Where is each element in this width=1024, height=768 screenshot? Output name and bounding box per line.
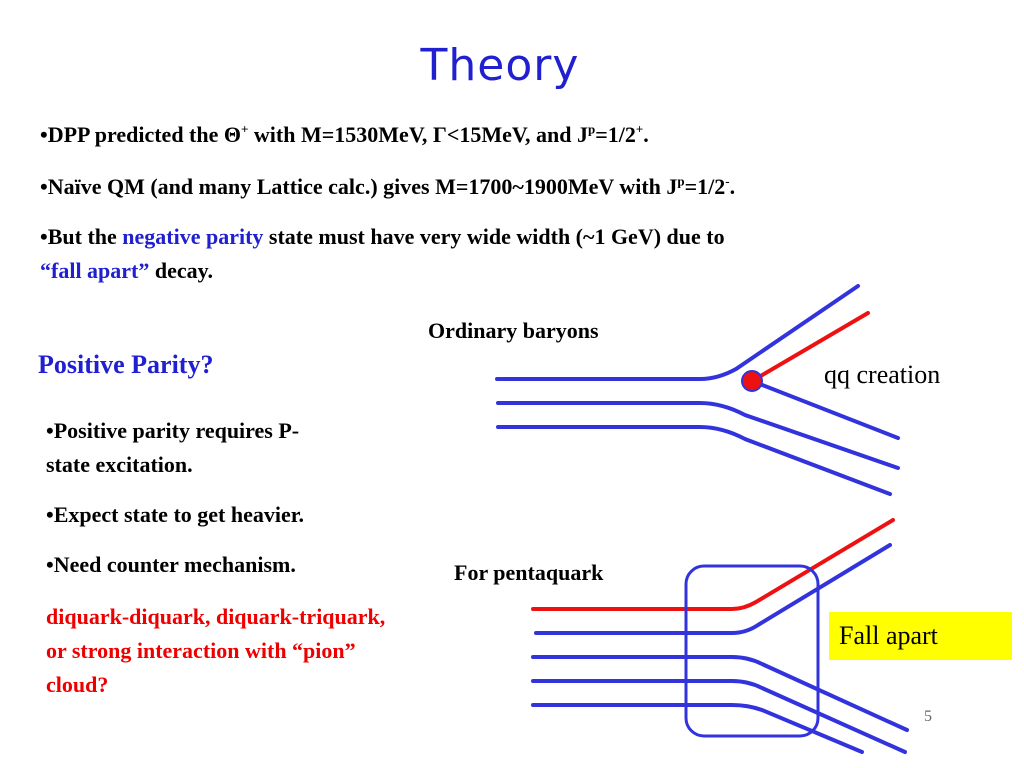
penta-line-blue-1 bbox=[534, 543, 892, 635]
bullet-dpp-prediction: •DPP predicted the Θ+ with M=1530MeV, Γ<… bbox=[40, 118, 649, 152]
bullet-text: DPP predicted the Θ bbox=[47, 122, 241, 147]
superscript: p bbox=[677, 173, 685, 189]
bullet-text: Naïve QM (and many Lattice calc.) gives … bbox=[47, 174, 678, 199]
bullet-marker: • bbox=[40, 174, 48, 199]
pp-bullet-p-state: •Positive parity requires P- state excit… bbox=[46, 414, 299, 482]
fall-apart-box: Fall apart bbox=[829, 612, 1012, 660]
positive-parity-heading: Positive Parity? bbox=[38, 350, 214, 379]
negative-parity-highlight: negative parity bbox=[122, 224, 264, 249]
bullet-text: state excitation. bbox=[46, 452, 193, 477]
qq-creation-label: qq creation bbox=[824, 360, 941, 389]
bullet-marker: • bbox=[46, 418, 54, 443]
bullet-negative-parity: •But the negative parity state must have… bbox=[40, 220, 725, 288]
created-antiquark-line bbox=[750, 379, 900, 440]
pp-bullet-heavier: •Expect state to get heavier. bbox=[46, 498, 304, 532]
quark-line-lower bbox=[496, 425, 892, 496]
bullet-text: . bbox=[729, 174, 736, 199]
bullet-text: decay. bbox=[149, 258, 213, 283]
quark-line-middle bbox=[496, 401, 900, 470]
slide-title: Theory bbox=[420, 40, 580, 91]
pp-bullet-counter: •Need counter mechanism. bbox=[46, 548, 296, 582]
penta-line-blue-4 bbox=[531, 703, 864, 754]
bullet-text: Need counter mechanism. bbox=[53, 552, 296, 577]
bullet-text: with M=1530MeV, Γ<15MeV, and J bbox=[248, 122, 588, 147]
bullet-marker: • bbox=[46, 552, 54, 577]
superscript: - bbox=[725, 173, 730, 189]
superscript: + bbox=[635, 121, 644, 137]
bullet-marker: • bbox=[46, 502, 54, 527]
superscript: + bbox=[241, 121, 249, 137]
penta-line-blue-2 bbox=[531, 655, 909, 732]
fall-apart-highlight: “fall apart” bbox=[40, 258, 150, 283]
diquark-note: diquark-diquark, diquark-triquark, or st… bbox=[46, 604, 386, 697]
bullet-text: . bbox=[643, 122, 649, 147]
penta-line-blue-3 bbox=[531, 679, 907, 754]
bullet-text: state must have very wide width (~1 GeV)… bbox=[263, 224, 725, 249]
bullet-text: Positive parity requires P- bbox=[53, 418, 300, 443]
page-number: 5 bbox=[924, 708, 932, 725]
bullet-text: Expect state to get heavier. bbox=[53, 502, 304, 527]
superscript: p bbox=[587, 121, 596, 137]
pentaquark-box bbox=[684, 564, 820, 738]
bullet-text: =1/2 bbox=[595, 122, 636, 147]
pentaquark-label: For pentaquark bbox=[454, 560, 604, 585]
qq-creation-vertex bbox=[741, 370, 763, 392]
bullet-marker: • bbox=[40, 224, 48, 249]
ordinary-baryons-label: Ordinary baryons bbox=[428, 318, 599, 343]
bullet-text: =1/2 bbox=[684, 174, 726, 199]
bullet-marker: • bbox=[40, 122, 48, 147]
bullet-text: But the bbox=[47, 224, 123, 249]
created-quark-line bbox=[750, 311, 870, 383]
quark-line-upper bbox=[495, 284, 860, 381]
bullet-naive-qm: •Naïve QM (and many Lattice calc.) gives… bbox=[40, 170, 735, 204]
penta-line-red bbox=[531, 518, 895, 611]
